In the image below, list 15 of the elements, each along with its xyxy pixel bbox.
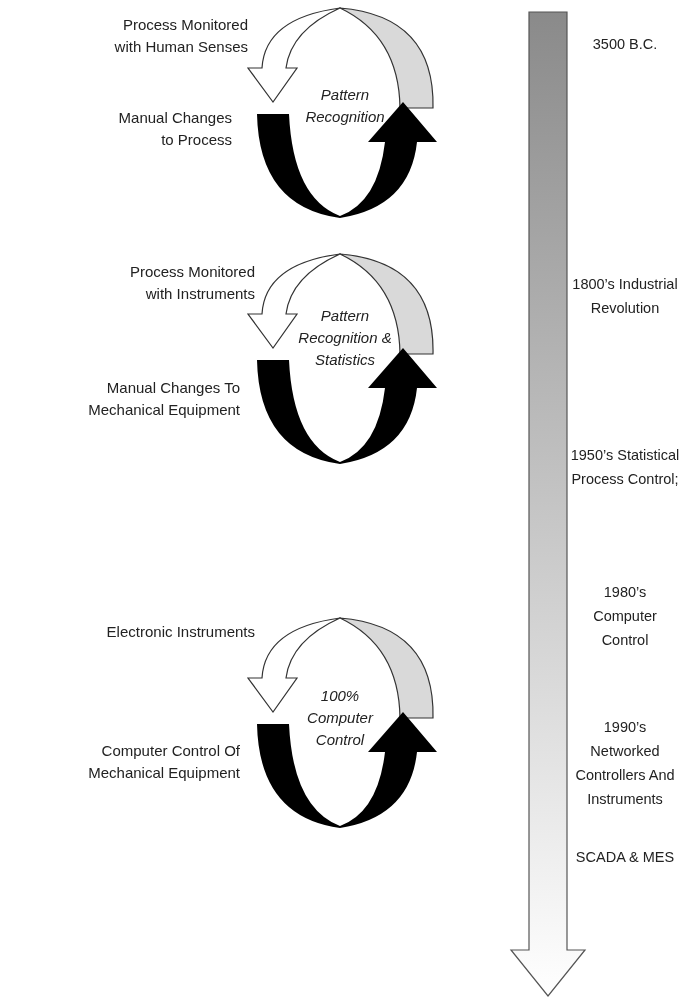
era-label: 1990’s Networked Controllers And Instruments <box>574 718 676 809</box>
step-label: Manual Changes To Mechanical Equipment <box>87 378 240 420</box>
step-label: Process Monitored with Instruments <box>128 262 255 304</box>
step-label: Manual Changes to Process <box>117 108 232 150</box>
era-label: 3500 B.C. <box>591 35 659 54</box>
loop-label: Pattern Recognition & Statistics <box>297 306 393 370</box>
era-label: 1950’s Statistical Process Control; <box>570 446 679 489</box>
loop-label: Pattern Recognition <box>304 85 386 127</box>
step-label: Electronic Instruments <box>105 622 255 642</box>
loop-label: 100% Computer Control <box>306 686 375 750</box>
era-label: 1800’s Industrial Revolution <box>571 275 679 318</box>
era-label: SCADA & MES <box>574 848 676 867</box>
era-label: 1980’s Computer Control <box>592 583 658 650</box>
step-label: Process Monitored with Human Senses <box>113 15 248 57</box>
step-label: Computer Control Of Mechanical Equipment <box>87 741 240 783</box>
